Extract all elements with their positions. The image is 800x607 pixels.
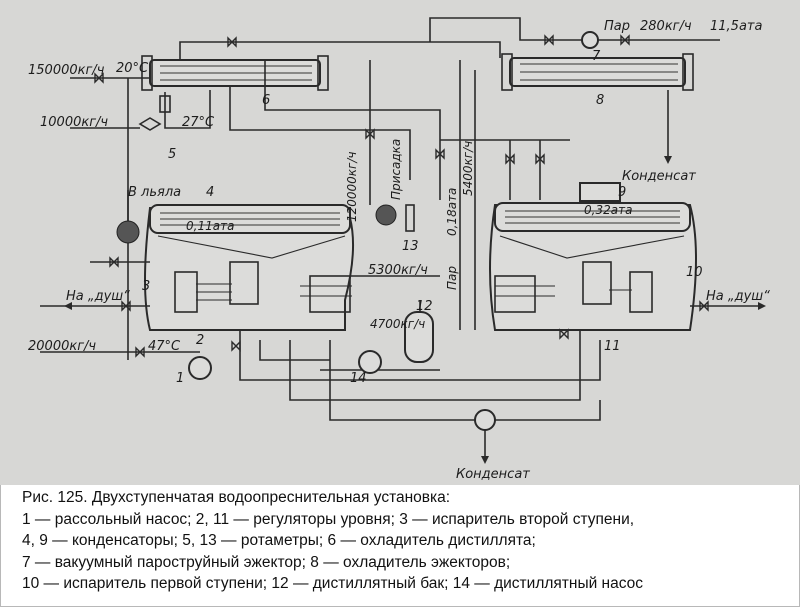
caption-legend-line: 7 — вакуумный пароструйный эжектор; 8 — …: [22, 553, 511, 571]
caption-legend-line: 4, 9 — конденсаторы; 5, 13 — ротаметры; …: [22, 532, 536, 549]
num-2: 2: [196, 333, 204, 348]
label-shower-right: На „душ“: [706, 289, 770, 304]
label-flow-280: 280кг/ч: [640, 19, 692, 34]
label-temp-27: 27°C: [182, 115, 215, 130]
label-pressure-032: 0,32ата: [584, 203, 632, 217]
label-flow-120000: 120000кг/ч: [345, 152, 359, 223]
label-to-bilge: В льяла: [128, 185, 181, 200]
num-14: 14: [350, 371, 367, 386]
component-numbers: 1 2 3 4 5 6 7 8 9 10 11 12 13 14: [142, 49, 703, 386]
num-11: 11: [604, 339, 621, 354]
label-temp-20: 20°C: [116, 61, 149, 76]
label-condensate-right: Конденсат: [622, 169, 696, 184]
num-7: 7: [592, 49, 601, 64]
valves: [94, 34, 709, 358]
label-flow-5400: 5400кг/ч: [461, 141, 475, 196]
evaporator-first-stage-10: [489, 202, 697, 331]
label-steam-top: Пар: [604, 19, 630, 34]
distillate-cooler-6: [141, 55, 329, 91]
caption-legend-line: 1 — рассольный насос; 2, 11 — регуляторы…: [22, 510, 635, 528]
label-flow-20000: 20000кг/ч: [28, 339, 96, 354]
num-1: 1: [176, 371, 184, 386]
num-10: 10: [686, 265, 703, 280]
evaporator-second-stage-3: [144, 204, 355, 331]
label-flow-5300: 5300кг/ч: [368, 263, 428, 278]
caption-legend-line: 10 — испаритель первой ступени; 12 — дис…: [22, 575, 644, 592]
condenser-9-box: [579, 182, 621, 202]
num-4: 4: [206, 185, 214, 200]
num-5: 5: [168, 147, 176, 162]
ejector-cooler-8: [501, 53, 694, 91]
label-condensate-bottom: Конденсат: [456, 467, 530, 482]
num-3: 3: [142, 279, 150, 294]
label-additive: Присадка: [389, 139, 403, 200]
figure-caption: Рис. 125. Двухступенчатая водоопреснител…: [22, 487, 792, 595]
piping: [40, 17, 760, 460]
pumps-and-tanks: [116, 31, 599, 431]
caption-title: Рис. 125. Двухступенчатая водоопреснител…: [22, 489, 451, 506]
label-flow-4700: 4700кг/ч: [370, 317, 425, 331]
num-6: 6: [262, 93, 270, 108]
diagram-figure: 150000кг/ч 20°C 10000кг/ч 27°C Пар 280кг…: [0, 0, 800, 485]
label-temp-47: 47°C: [148, 339, 181, 354]
label-pressure-018: 0,18ата: [445, 188, 459, 236]
label-pressure-011: 0,11ата: [186, 219, 234, 233]
label-shower-left: На „душ“: [66, 289, 130, 304]
label-pressure-115: 11,5ата: [710, 19, 762, 34]
num-12: 12: [416, 299, 433, 314]
flow-arrows: [64, 156, 766, 464]
label-flow-10000: 10000кг/ч: [40, 115, 108, 130]
num-13: 13: [402, 239, 419, 254]
label-flow-150000: 150000кг/ч: [28, 63, 105, 78]
num-8: 8: [596, 93, 604, 108]
num-9: 9: [618, 185, 626, 200]
scheme-drawing: 150000кг/ч 20°C 10000кг/ч 27°C Пар 280кг…: [28, 17, 770, 482]
label-steam-mid: Пар: [445, 266, 459, 290]
